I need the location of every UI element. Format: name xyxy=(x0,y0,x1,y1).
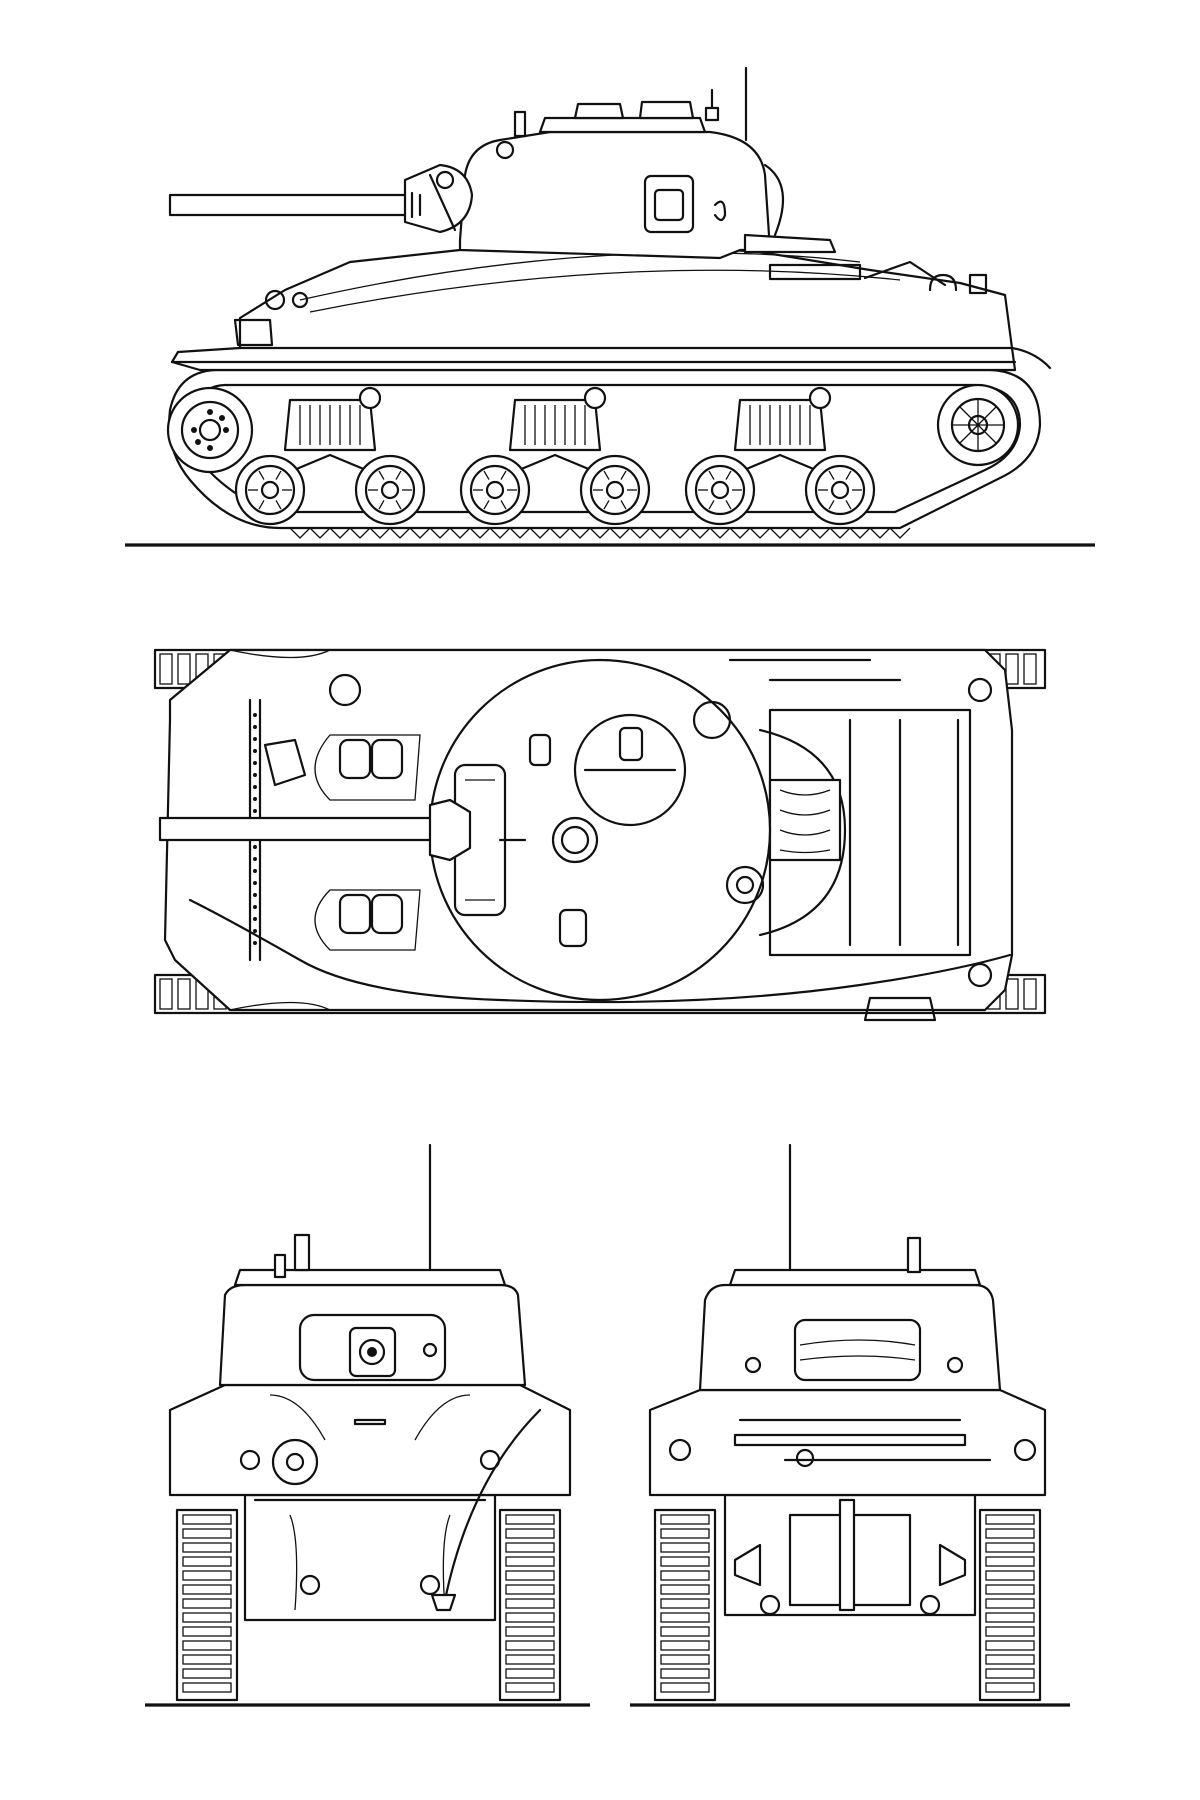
engine-deck xyxy=(728,658,993,988)
side-main-gun xyxy=(168,163,474,234)
drive-sprocket xyxy=(166,386,254,474)
bogie-assemblies xyxy=(234,386,876,526)
top-view xyxy=(153,648,1047,1022)
side-turret xyxy=(458,66,837,260)
side-view xyxy=(125,66,1095,547)
top-main-gun xyxy=(158,798,527,862)
tow-cable xyxy=(188,898,1012,1004)
idler-wheel xyxy=(936,383,1020,467)
side-hull xyxy=(170,238,1052,372)
front-view xyxy=(145,1143,590,1707)
rear-view xyxy=(630,1143,1070,1707)
top-turret xyxy=(263,658,772,1002)
